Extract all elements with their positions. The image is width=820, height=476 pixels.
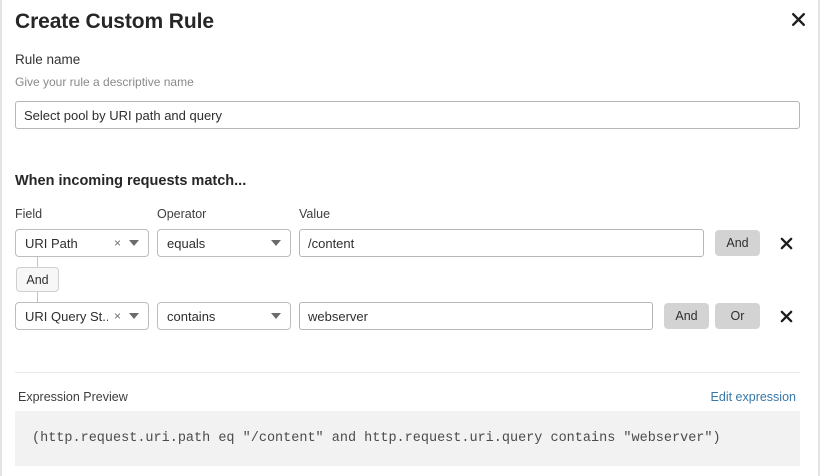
column-header-operator: Operator — [157, 207, 207, 221]
conditions-heading: When incoming requests match... — [15, 173, 247, 189]
operator-select-row-1[interactable]: equals — [157, 229, 291, 257]
chevron-down-icon[interactable] — [127, 313, 148, 319]
edit-expression-link[interactable]: Edit expression — [710, 390, 796, 404]
expression-preview-box: (http.request.uri.path eq "/content" and… — [15, 411, 800, 466]
column-header-value: Value — [299, 207, 331, 221]
delete-condition-row-2[interactable] — [776, 306, 796, 326]
expression-preview-text: (http.request.uri.path eq "/content" and… — [32, 431, 721, 446]
section-divider — [15, 372, 800, 373]
and-button-row-1[interactable]: And — [715, 230, 760, 256]
page-title: Create Custom Rule — [15, 10, 214, 33]
clear-icon[interactable]: × — [113, 236, 121, 250]
chevron-down-icon[interactable] — [269, 240, 290, 246]
operator-select-value-row-2: contains — [167, 308, 216, 324]
connector-and-badge[interactable]: And — [16, 267, 59, 292]
chevron-down-icon[interactable] — [269, 313, 290, 319]
or-button-row-2[interactable]: Or — [715, 303, 760, 329]
delete-condition-row-1[interactable] — [776, 233, 796, 253]
field-select-value-row-2: URI Query St... — [25, 308, 108, 324]
rule-name-label: Rule name — [15, 52, 81, 67]
value-input-row-2[interactable] — [299, 302, 653, 330]
clear-icon[interactable]: × — [113, 309, 121, 323]
rule-name-help-text: Give your rule a descriptive name — [15, 75, 194, 89]
and-button-row-2[interactable]: And — [664, 303, 709, 329]
rule-name-input[interactable] — [15, 101, 800, 129]
field-select-row-1[interactable]: URI Path × — [15, 229, 149, 257]
connector-line-top — [37, 256, 38, 267]
operator-select-value-row-1: equals — [167, 235, 206, 251]
connector-line-bottom — [37, 292, 38, 303]
field-select-value-row-1: URI Path — [25, 235, 78, 251]
close-icon[interactable] — [786, 7, 810, 31]
value-input-row-1[interactable] — [299, 229, 704, 257]
operator-select-row-2[interactable]: contains — [157, 302, 291, 330]
column-header-field: Field — [15, 207, 43, 221]
chevron-down-icon[interactable] — [127, 240, 148, 246]
field-select-row-2[interactable]: URI Query St... × — [15, 302, 149, 330]
expression-preview-label: Expression Preview — [18, 390, 128, 404]
